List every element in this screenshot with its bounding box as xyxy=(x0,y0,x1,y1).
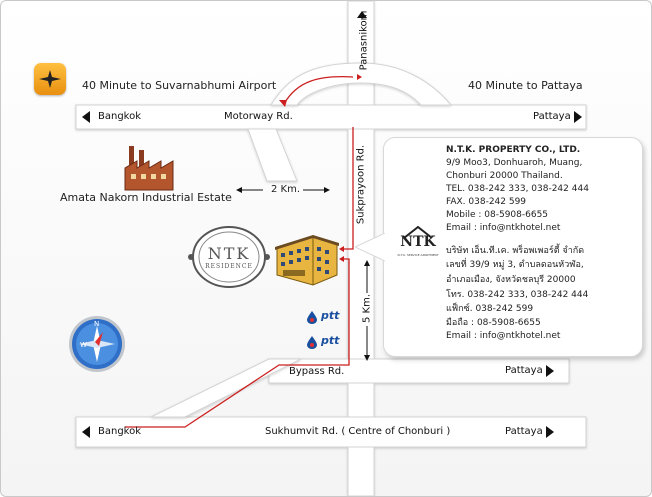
panasnikom-up-arrow xyxy=(357,11,367,18)
sukprayoon-label: Sukprayoon Rd. xyxy=(355,144,367,225)
ptt-logo-icon xyxy=(305,334,319,353)
company-name-en: N.T.K. PROPERTY CO., LTD. xyxy=(446,145,581,155)
bypass-name: Bypass Rd. xyxy=(289,366,345,377)
motorway-west-arrow xyxy=(82,111,90,123)
card-logo-subtext: N.T.K. SERVICE APARTMENT xyxy=(397,253,439,257)
motorway-east-label: Pattaya xyxy=(533,111,571,122)
motorway-road xyxy=(75,104,587,130)
distance-5km: 5 Km. xyxy=(361,293,373,324)
airport-direction-label: 40 Minute to Suvarnabhumi Airport xyxy=(82,79,277,92)
pattaya-direction-label: 40 Minute to Pattaya xyxy=(468,79,583,92)
mobile-th: มือถือ : 08-5908-6655 xyxy=(446,318,541,328)
bypass-diagonal xyxy=(150,358,302,418)
fax-th: แฟ็กซ์. 038-242 599 xyxy=(446,304,534,314)
card-logo-text: NTK xyxy=(400,234,436,250)
airport-ramp xyxy=(270,62,453,106)
distance-2km: 2 Km. xyxy=(271,184,301,195)
motorway-east-arrow xyxy=(574,111,582,123)
company-name-th: บริษัท เอ็น.ที.เค. พร็อพเพอร์ตี้ จำกัด xyxy=(446,246,585,256)
ptt-label-2: ptt xyxy=(321,334,340,347)
email-th: Email : info@ntkhotel.net xyxy=(446,331,561,341)
address-line-1: 9/9 Moo3, Donhuaroh, Muang, xyxy=(446,158,583,168)
airplane-icon xyxy=(34,63,66,95)
card-pointer xyxy=(355,233,385,262)
sukhumvit-west-label: Bangkok xyxy=(98,426,142,437)
bypass-east-label: Pattaya xyxy=(505,365,543,376)
panasnikom-label: Panasnikom xyxy=(358,10,370,71)
ntk-logo-subtext: RESIDENCE xyxy=(205,263,253,270)
email-en: Email : info@ntkhotel.net xyxy=(446,223,561,233)
svg-text:W: W xyxy=(80,341,87,349)
address-line-2: Chonburi 20000 Thailand. xyxy=(446,171,563,181)
route-airport xyxy=(283,75,354,105)
fax-en: FAX. 038-242 599 xyxy=(446,197,527,207)
hotel-building-icon xyxy=(273,225,341,291)
sukhumvit-road xyxy=(75,416,587,448)
sukhumvit-west-arrow xyxy=(82,426,90,438)
address-th-1: เลขที่ 39/9 หมู่ 3, ตำบลดอนหัวฬ่อ, xyxy=(446,260,584,270)
contact-info-card: NTK N.T.K. SERVICE APARTMENT N.T.K. PROP… xyxy=(355,137,643,357)
sukhumvit-east-arrow xyxy=(546,426,554,438)
amata-label: Amata Nakorn Industrial Estate xyxy=(60,191,232,204)
route-motorway-to-hotel xyxy=(344,127,354,250)
ptt-logo-icon xyxy=(305,309,319,328)
motorway-west-label: Bangkok xyxy=(98,111,142,122)
tel-en: TEL. 038-242 333, 038-242 444 xyxy=(446,184,589,194)
sukhumvit-name: Sukhumvit Rd. ( Centre of Chonburi ) xyxy=(265,426,451,437)
mobile-en: Mobile : 08-5908-6655 xyxy=(446,210,549,220)
motorway-name: Motorway Rd. xyxy=(224,111,293,122)
compass-icon: N W xyxy=(65,314,129,378)
ntk-logo-text: NTK xyxy=(207,244,251,263)
ntk-card-logo: NTK N.T.K. SERVICE APARTMENT xyxy=(396,224,440,260)
sukhumvit-east-label: Pattaya xyxy=(505,426,543,437)
ntk-residence-logo: NTK RESIDENCE xyxy=(187,225,271,289)
amata-branch-road xyxy=(247,128,298,182)
ptt-label-1: ptt xyxy=(321,309,340,322)
tel-th: โทร. 038-242 333, 038-242 444 xyxy=(446,290,589,300)
svg-text:N: N xyxy=(94,320,99,328)
route-sukhumvit-to-hotel xyxy=(125,258,350,428)
factory-icon xyxy=(123,144,175,196)
bypass-east-arrow xyxy=(546,365,554,377)
address-th-2: อำเภอเมือง, จังหวัดชลบุรี 20000 xyxy=(446,275,576,285)
